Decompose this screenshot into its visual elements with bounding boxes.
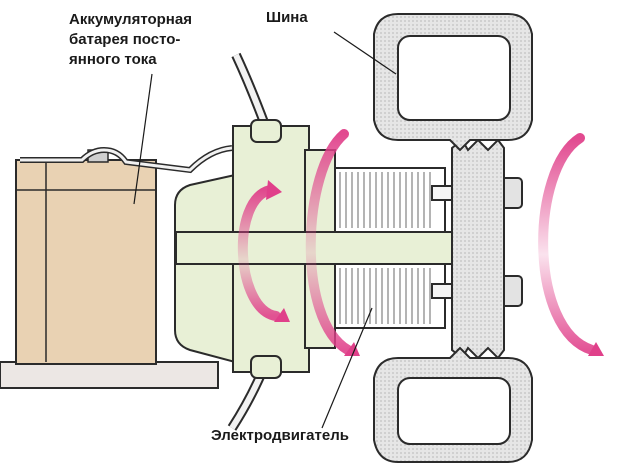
tire-label: Шина	[266, 9, 308, 26]
wheel-hub	[451, 138, 505, 360]
battery-label-line2: батарея посто-	[69, 31, 181, 48]
battery-label-line3: янного тока	[69, 51, 157, 68]
electric-motor-label: Электродвигатель	[211, 427, 349, 444]
rotation-arrowhead-icon	[266, 180, 604, 356]
motor-shaft	[175, 231, 467, 265]
rotation-arrow-icon	[237, 129, 597, 355]
battery-label-line1: Аккумуляторная	[69, 11, 192, 28]
tire-lower	[373, 346, 533, 463]
motor-winding-upper	[334, 167, 446, 233]
battery	[15, 149, 157, 365]
base-plate	[0, 361, 219, 389]
tire-upper	[373, 13, 533, 152]
battery-label: Аккумуляторная батарея посто- янного ток…	[69, 10, 192, 70]
motor-winding-lower	[334, 263, 446, 329]
leader-lines	[133, 31, 397, 429]
